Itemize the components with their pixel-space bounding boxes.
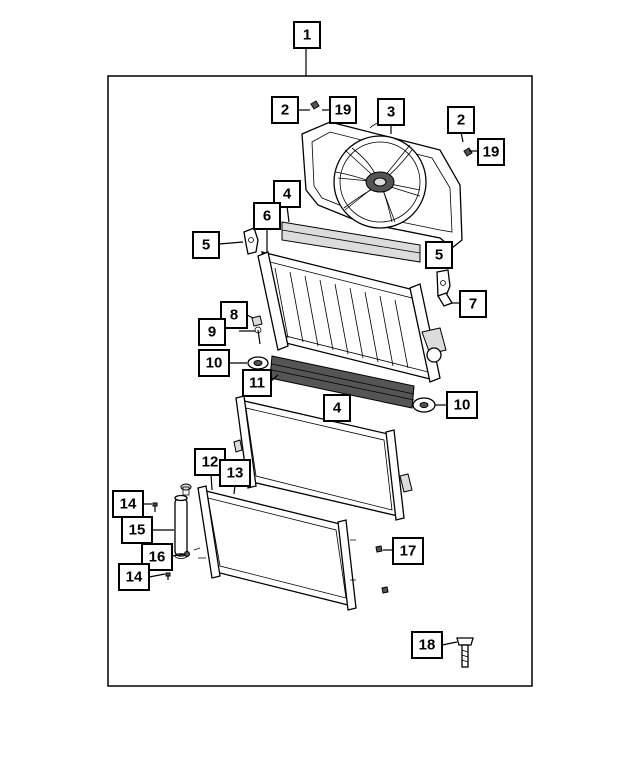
callout-13: 13 <box>219 459 251 487</box>
svg-text:11: 11 <box>249 375 265 392</box>
svg-text:10: 10 <box>206 355 223 372</box>
bolt-18 <box>456 637 474 668</box>
svg-text:2: 2 <box>457 112 465 129</box>
svg-text:9: 9 <box>208 324 216 341</box>
upper-air-seal <box>281 221 421 263</box>
screw-lower <box>165 572 171 580</box>
svg-text:18: 18 <box>419 637 436 654</box>
svg-text:16: 16 <box>149 549 166 566</box>
callout-14-upper: 14 <box>112 490 144 518</box>
callout-6: 6 <box>253 202 281 230</box>
callout-18: 18 <box>411 631 443 659</box>
svg-text:13: 13 <box>227 465 244 482</box>
screw-upper <box>152 502 158 512</box>
ac-condenser <box>193 485 357 611</box>
isolator-right <box>412 397 436 413</box>
callout-10-right: 10 <box>446 391 478 419</box>
fan-shroud <box>301 121 463 249</box>
callout-11: 11 <box>242 369 272 397</box>
callout-17: 17 <box>392 537 424 565</box>
clip-17b <box>381 586 389 594</box>
svg-text:15: 15 <box>129 522 146 539</box>
svg-text:8: 8 <box>230 307 238 324</box>
svg-text:6: 6 <box>263 208 271 225</box>
callout-3: 3 <box>377 98 405 126</box>
callout-9: 9 <box>198 318 226 346</box>
assembly-frame <box>107 75 533 687</box>
svg-text:3: 3 <box>387 104 395 121</box>
svg-text:14: 14 <box>126 569 143 586</box>
svg-text:5: 5 <box>435 247 443 264</box>
callout-5-left: 5 <box>192 231 220 259</box>
svg-text:14: 14 <box>120 496 137 513</box>
svg-text:1: 1 <box>303 27 311 44</box>
svg-text:17: 17 <box>400 543 417 560</box>
svg-text:19: 19 <box>483 144 500 161</box>
svg-text:4: 4 <box>283 186 292 203</box>
svg-text:12: 12 <box>202 454 219 471</box>
svg-text:5: 5 <box>202 237 210 254</box>
radiator <box>257 251 447 383</box>
bracket-right <box>436 269 451 297</box>
isolator-left <box>247 356 269 370</box>
svg-text:7: 7 <box>469 296 477 313</box>
callout-5-right: 5 <box>425 241 453 269</box>
svg-text:4: 4 <box>333 400 342 417</box>
svg-text:19: 19 <box>335 102 352 119</box>
callout-16: 16 <box>141 543 173 571</box>
bracket-left <box>243 227 259 255</box>
callout-14-lower: 14 <box>118 563 150 591</box>
fan-clip-right <box>463 147 473 157</box>
callout-2-right: 2 <box>447 106 475 134</box>
callout-1: 1 <box>293 21 321 49</box>
svg-text:2: 2 <box>281 102 289 119</box>
drain-plug <box>251 315 263 345</box>
clip-17a <box>375 545 383 553</box>
callout-7: 7 <box>459 290 487 318</box>
o-ring-16 <box>184 551 190 557</box>
callout-19-left: 19 <box>329 96 357 124</box>
callout-2-left: 2 <box>271 96 299 124</box>
callout-10-left: 10 <box>198 349 230 377</box>
svg-text:10: 10 <box>454 397 471 414</box>
callout-15: 15 <box>121 516 153 544</box>
callout-4-lower: 4 <box>323 394 351 422</box>
drier-cap <box>180 483 192 496</box>
fan-clip-left <box>310 100 320 110</box>
callout-19-right: 19 <box>477 138 505 166</box>
bracket-7 <box>437 292 453 307</box>
receiver-drier <box>174 494 188 559</box>
